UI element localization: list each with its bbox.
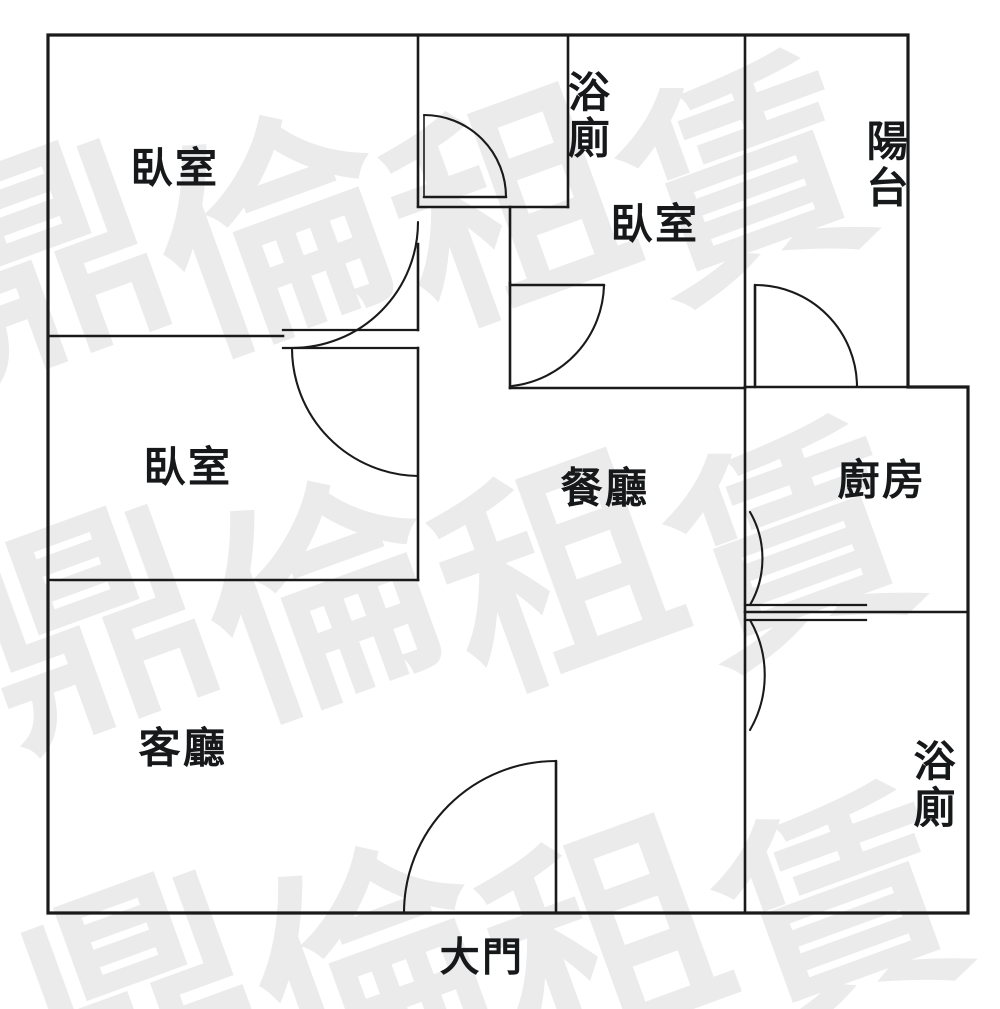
room-label-bathroom-top: 浴廁 xyxy=(495,27,610,213)
room-label-kitchen: 廚房 xyxy=(837,455,927,505)
room-label-balcony-text: 陽台 xyxy=(859,119,909,213)
room-label-bedroom-top-left: 臥室 xyxy=(130,143,220,193)
room-label-bedroom-mid-left: 臥室 xyxy=(143,442,233,492)
door-arc-bathroom-top xyxy=(422,113,508,199)
door-arc-main-entrance xyxy=(402,759,558,915)
door-arc-bedroom-center xyxy=(510,283,606,388)
door-arc-balcony xyxy=(753,283,859,389)
walls-layer xyxy=(46,33,970,915)
room-label-bathroom-bottom: 浴廁 xyxy=(840,694,956,885)
door-arc-kitchen xyxy=(748,510,764,607)
room-label-living-room: 客廳 xyxy=(138,723,228,773)
door-arc-bathroom-bottom xyxy=(748,618,766,732)
room-label-bathroom-bottom-text: 浴廁 xyxy=(906,739,956,833)
room-label-balcony: 陽台 xyxy=(793,74,909,265)
outer-wall xyxy=(46,33,970,915)
annotation-main-entrance: 大門 xyxy=(439,934,525,981)
room-label-dining-room: 餐廳 xyxy=(560,463,650,513)
room-label-bedroom-top-center: 臥室 xyxy=(610,199,700,249)
room-label-bathroom-top-line1: 浴廁 xyxy=(561,69,611,163)
doors-layer xyxy=(290,113,859,915)
door-arc-bedroom-mid-left xyxy=(290,346,420,478)
door-arc-bedroom-top-left xyxy=(290,220,420,350)
